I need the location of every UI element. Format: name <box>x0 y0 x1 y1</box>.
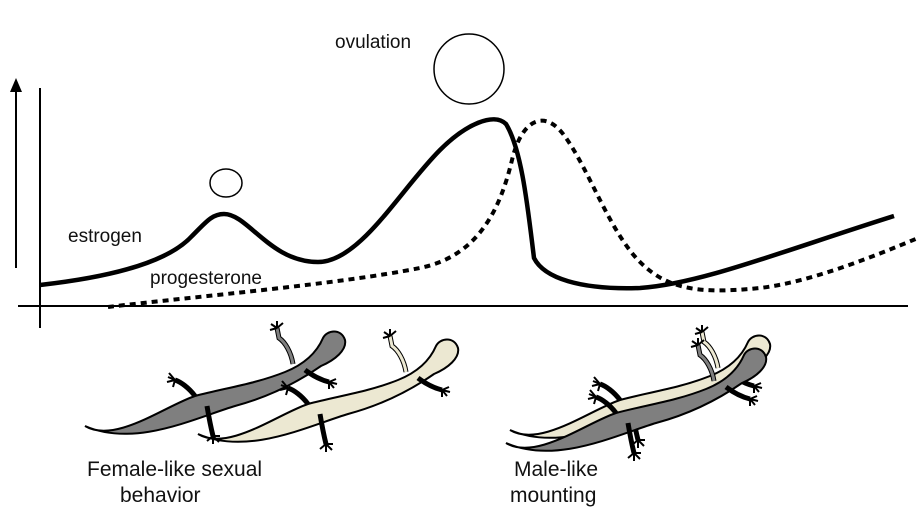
female-caption-line2: behavior <box>120 484 201 507</box>
progesterone-label: progesterone <box>150 268 262 289</box>
estrogen-label: estrogen <box>68 226 142 247</box>
arrow-up-icon <box>10 78 22 92</box>
ovulation-follicle <box>434 34 504 104</box>
axes <box>10 78 908 328</box>
estrogen-curve <box>40 119 894 288</box>
female-caption-line1: Female-like sexual <box>87 458 262 481</box>
male-caption-line1: Male-like <box>514 458 598 481</box>
ovulation-label: ovulation <box>335 32 411 53</box>
small-follicle <box>210 169 242 197</box>
male-caption-line2: mounting <box>510 484 596 507</box>
